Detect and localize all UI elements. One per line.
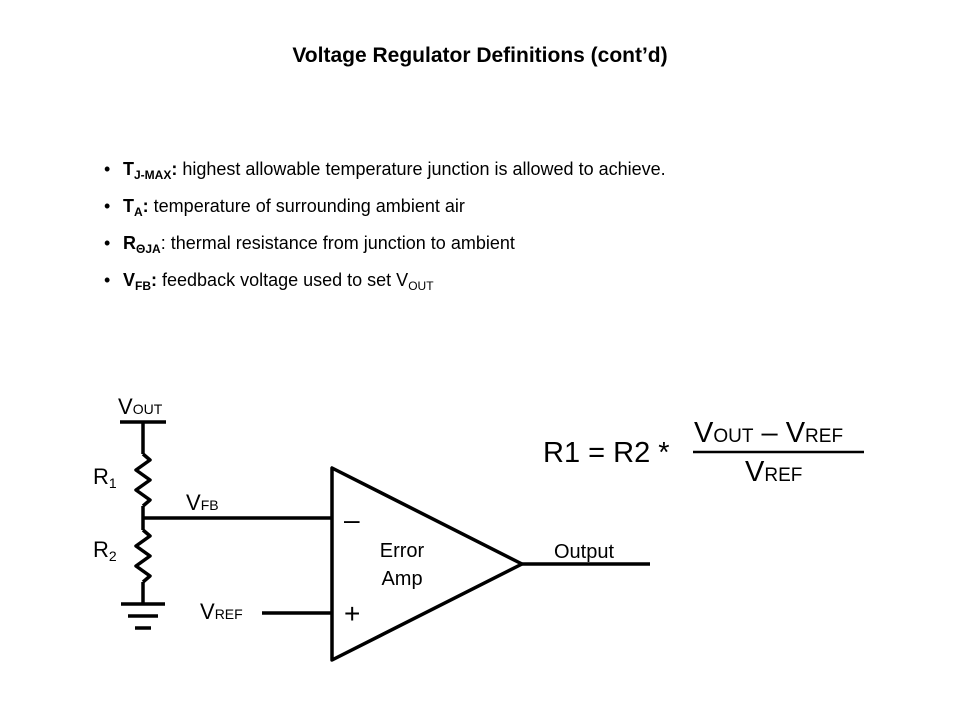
bullet-tjmax: TJ-MAX: highest allowable temperature ju… xyxy=(104,156,666,193)
bullet-rtheta: RΘJA: thermal resistance from junction t… xyxy=(104,230,666,267)
bullet-vfb: VFB: feedback voltage used to set VOUT xyxy=(104,267,666,304)
term-subscript: A xyxy=(134,205,143,219)
bullet-ta: TA: temperature of surrounding ambient a… xyxy=(104,193,666,230)
term-subscript: ΘJA xyxy=(136,242,161,256)
inverting-input-sign: – xyxy=(344,504,360,535)
term-subscript: J-MAX xyxy=(134,168,172,182)
term-subscript: FB xyxy=(135,279,152,293)
term-separator: : xyxy=(171,159,178,179)
vref-label: VREF xyxy=(200,599,243,624)
r2-resistor xyxy=(134,528,152,584)
definition-text: feedback voltage used to set V xyxy=(157,270,409,290)
definition-list: TJ-MAX: highest allowable temperature ju… xyxy=(104,156,666,304)
definition-text: temperature of surrounding ambient air xyxy=(148,196,465,216)
term-separator: : xyxy=(151,270,158,290)
r1-label: R1 xyxy=(93,464,117,491)
formula-numerator: VOUT – VREF xyxy=(694,417,843,449)
term-separator: : xyxy=(142,196,149,216)
definition-text: highest allowable temperature junction i… xyxy=(177,159,666,179)
vout-subscript: OUT xyxy=(408,279,434,293)
r1-resistor xyxy=(134,452,152,508)
vfb-label: VFB xyxy=(186,490,219,515)
noninverting-input-sign: + xyxy=(344,598,360,629)
formula-lhs: R1 = R2 * xyxy=(543,437,670,469)
vout-label: VOUT xyxy=(118,394,163,419)
term: T xyxy=(123,159,134,179)
term: V xyxy=(123,270,136,290)
term: T xyxy=(123,196,134,216)
amp-label-line2: Amp xyxy=(381,568,422,590)
r2-label: R2 xyxy=(93,537,117,564)
slide-title: Voltage Regulator Definitions (cont’d) xyxy=(292,44,668,67)
definition-text: thermal resistance from junction to ambi… xyxy=(165,233,515,253)
output-label: Output xyxy=(554,541,614,563)
formula-denominator: VREF xyxy=(745,456,802,488)
amp-label-line1: Error xyxy=(380,540,425,562)
term: R xyxy=(123,233,136,253)
term-separator: : xyxy=(160,233,166,253)
error-amp-triangle xyxy=(330,466,524,662)
